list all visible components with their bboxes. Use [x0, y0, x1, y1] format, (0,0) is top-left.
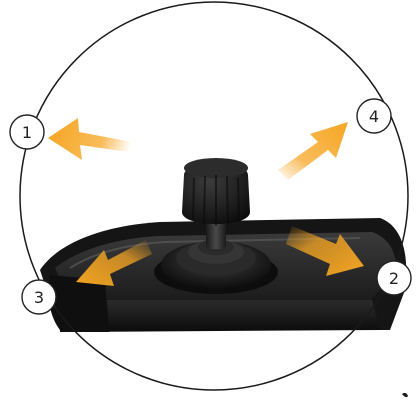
arrow-1 — [48, 118, 132, 160]
direction-arrows — [48, 118, 364, 286]
label-2-text: 2 — [389, 269, 399, 288]
arrow-2 — [286, 226, 364, 276]
label-4-text: 4 — [369, 107, 379, 126]
label-1: 1 — [9, 114, 45, 150]
arrow-4 — [278, 122, 348, 180]
label-3-text: 3 — [34, 288, 44, 307]
label-2: 2 — [376, 260, 412, 296]
corner-mark — [402, 392, 408, 398]
label-1-text: 1 — [22, 123, 32, 142]
bottom-background — [0, 332, 417, 402]
joystick — [154, 158, 278, 294]
label-3: 3 — [21, 279, 57, 315]
range-circle — [19, 1, 409, 391]
joystick-knob — [182, 158, 250, 226]
label-4: 4 — [356, 98, 392, 134]
arrow-3 — [76, 240, 152, 286]
